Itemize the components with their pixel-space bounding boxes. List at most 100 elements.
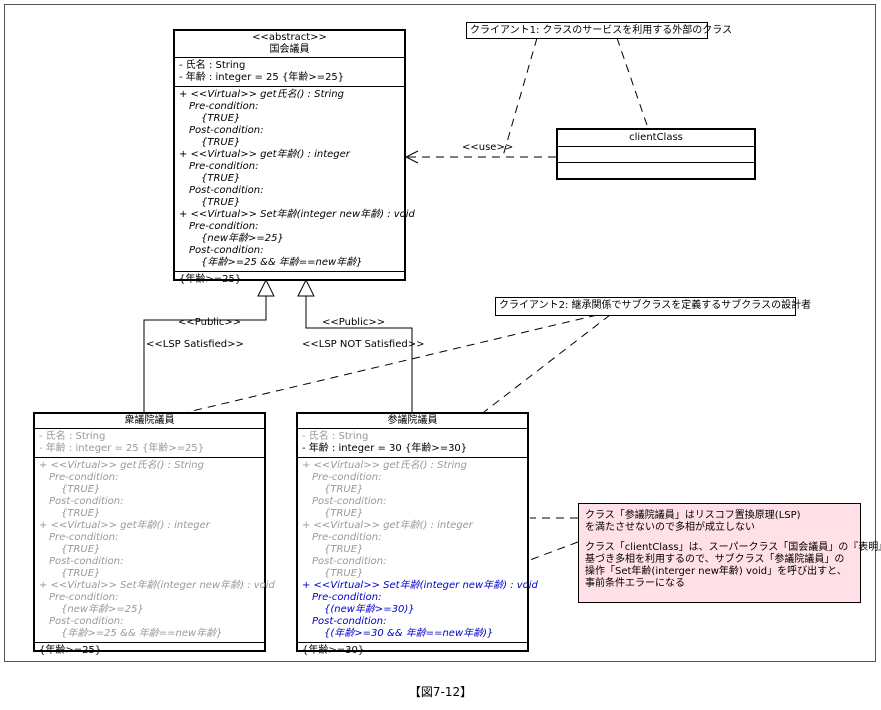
invariant: {年齢>=25} [179, 274, 242, 285]
note-line: 基づき多相を利用するので、サブクラス「参議院議員」の [585, 554, 845, 565]
note-line: クラス「参議院議員」はリスコフ置換原理(LSP) [585, 510, 801, 521]
operation: + <<Virtual>> get氏名() : String [179, 89, 344, 100]
operation: + <<Virtual>> get年齢() : integer [39, 520, 210, 531]
attribute: - 氏名 : String [179, 60, 246, 71]
condition-label: Pre-condition: [312, 592, 382, 603]
invariant-section: {年齢>=25} [35, 643, 264, 659]
condition: {(年齢>=30 && 年齢==new年齢)} [324, 628, 494, 639]
condition-label: Pre-condition: [189, 101, 259, 112]
operations-section: + <<Virtual>> get氏名() : String Pre-condi… [175, 87, 415, 272]
note-line [585, 534, 854, 542]
condition: {TRUE} [201, 173, 241, 184]
condition: {TRUE} [324, 544, 364, 555]
condition-label: Pre-condition: [189, 161, 259, 172]
attribute: - 年齢 : integer = 25 {年齢>=25} [179, 72, 345, 83]
condition-label: Post-condition: [312, 616, 387, 627]
condition: {年齢>=25 && 年齢==new年齢} [201, 257, 363, 268]
condition-label: Post-condition: [189, 185, 264, 196]
note1-anchor-b [616, 37, 649, 129]
operation: + <<Virtual>> get年齢() : integer [179, 149, 350, 160]
condition-label: Pre-condition: [312, 472, 382, 483]
note2-anchor-a [187, 314, 598, 413]
operation: + <<Virtual>> Set年齢(integer new年齢) : voi… [39, 580, 275, 591]
use-arrowhead [404, 150, 419, 164]
generalization-right-arrowhead [297, 278, 315, 297]
operations-section [558, 163, 754, 178]
condition-label: Post-condition: [49, 496, 124, 507]
note-line: クラス「clientClass」は、スーパークラス「国会議員」の『表明』に [585, 542, 881, 553]
operations-section: + <<Virtual>> get氏名() : String Pre-condi… [35, 458, 275, 643]
invariant: {年齢>=25} [39, 645, 102, 656]
condition-label: Post-condition: [49, 616, 124, 627]
class-name: 衆議院議員 [35, 414, 264, 429]
lsp-not-satisfied-label: <<LSP NOT Satisfied>> [302, 339, 425, 350]
condition: {TRUE} [324, 568, 364, 579]
operation: + <<Virtual>> get年齢() : integer [302, 520, 473, 531]
attribute: - 氏名 : String [302, 431, 369, 442]
condition-label: Post-condition: [189, 125, 264, 136]
condition: {new年齢>=25} [61, 604, 144, 615]
generalization-left-line [143, 296, 267, 412]
class-stereotype: <<abstract>> [252, 32, 327, 43]
use-label: <<use>> [462, 142, 514, 153]
condition: {TRUE} [201, 113, 241, 124]
condition: {TRUE} [61, 544, 101, 555]
condition-label: Pre-condition: [189, 221, 259, 232]
condition: {(new年齢>=30)} [324, 604, 415, 615]
class-name: 国会議員 [269, 44, 310, 55]
attribute: - 氏名 : String [39, 431, 106, 442]
note-line: 操作「Set年齢(interger new年齢) void」を呼び出すと、 [585, 566, 847, 577]
class-name: clientClass [558, 130, 754, 147]
operation: + <<Virtual>> Set年齢(integer new年齢) : voi… [179, 209, 415, 220]
client1-note: クライアント1: クラスのサービスを利用する外部のクラス [466, 22, 732, 39]
condition-label: Post-condition: [312, 556, 387, 567]
attributes-section: - 氏名 : String - 年齢 : integer = 25 {年齢>=2… [35, 429, 264, 458]
condition: {年齢>=25 && 年齢==new年齢} [61, 628, 223, 639]
generalization-left-arrowhead [257, 278, 275, 297]
note2-anchor-b [483, 314, 611, 413]
operations-section: + <<Virtual>> get氏名() : String Pre-condi… [298, 458, 538, 643]
public-label-left: <<Public>> [178, 317, 242, 328]
class-header: <<abstract>> 国会議員 [175, 31, 404, 58]
public-label-right: <<Public>> [322, 317, 386, 328]
invariant: {年齢>=30} [302, 645, 365, 656]
note-line: を満たさせないので多相が成立しない [585, 522, 755, 533]
sub-class-shugiin-giin: 衆議院議員 - 氏名 : String - 年齢 : integer = 25 … [33, 412, 275, 656]
operation: + <<Virtual>> get氏名() : String [302, 460, 467, 471]
attributes-section: - 氏名 : String - 年齢 : integer = 30 {年齢>=3… [298, 429, 527, 458]
condition-label: Post-condition: [312, 496, 387, 507]
condition-label: Pre-condition: [49, 532, 119, 543]
condition: {TRUE} [61, 484, 101, 495]
generalization-right-line [305, 296, 413, 412]
condition: {TRUE} [61, 568, 101, 579]
invariant-section: {年齢>=25} [175, 272, 404, 288]
invariant-section: {年齢>=30} [298, 643, 527, 659]
condition: {TRUE} [324, 484, 364, 495]
attribute: - 年齢 : integer = 25 {年齢>=25} [39, 443, 205, 454]
condition: {TRUE} [61, 508, 101, 519]
client2-note: クライアント2: 継承関係でサブクラスを定義するサブクラスの設計者 [495, 297, 811, 316]
class-name: 参議院議員 [298, 414, 527, 429]
client-class: clientClass [556, 128, 756, 180]
condition: {TRUE} [201, 197, 241, 208]
attributes-section [558, 147, 754, 163]
operation: + <<Virtual>> Set年齢(integer new年齢) : voi… [302, 580, 538, 591]
operation: + <<Virtual>> get氏名() : String [39, 460, 204, 471]
condition-label: Post-condition: [189, 245, 264, 256]
lsp-violation-note: クラス「参議院議員」はリスコフ置換原理(LSP) を満たさせないので多相が成立し… [578, 503, 881, 603]
condition: {TRUE} [201, 137, 241, 148]
attribute: - 年齢 : integer = 30 {年齢>=30} [302, 443, 468, 454]
lsp-satisfied-label: <<LSP Satisfied>> [146, 339, 244, 350]
condition: {TRUE} [324, 508, 364, 519]
base-class-kokkai-giin: <<abstract>> 国会議員 - 氏名 : String - 年齢 : i… [173, 29, 415, 285]
condition-label: Post-condition: [49, 556, 124, 567]
condition: {new年齢>=25} [201, 233, 284, 244]
condition-label: Pre-condition: [49, 472, 119, 483]
condition-label: Pre-condition: [49, 592, 119, 603]
sub-class-sangiin-giin: 参議院議員 - 氏名 : String - 年齢 : integer = 30 … [296, 412, 538, 656]
condition-label: Pre-condition: [312, 532, 382, 543]
attributes-section: - 氏名 : String - 年齢 : integer = 25 {年齢>=2… [175, 58, 404, 87]
note-line: 事前条件エラーになる [585, 578, 685, 589]
note1-anchor-a [502, 37, 538, 157]
